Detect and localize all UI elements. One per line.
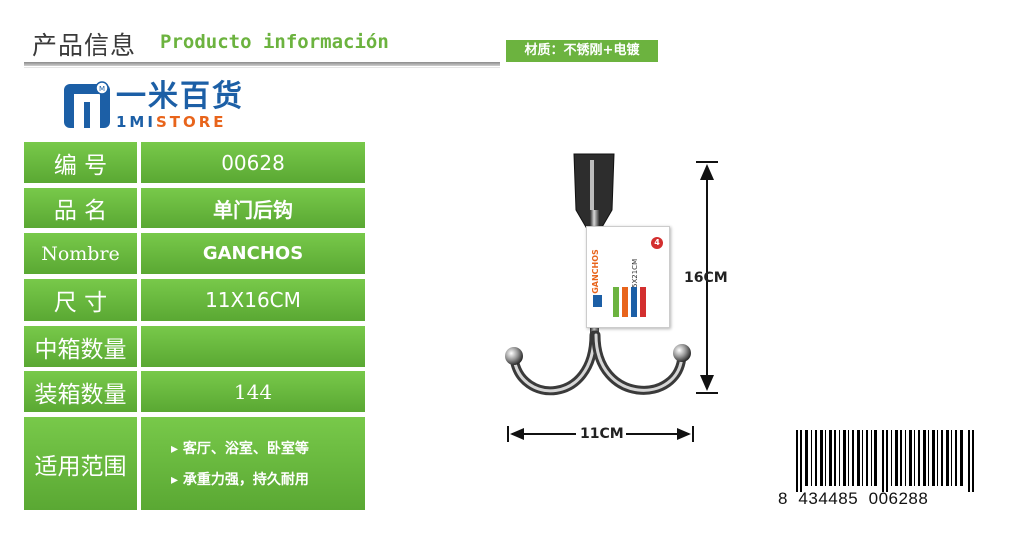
row-value: GANCHOS	[141, 233, 365, 274]
usage-list: ▸ 客厅、浴室、卧室等 ▸ 承重力强，持久耐用	[141, 417, 365, 510]
table-row: 尺 寸 11X16CM	[24, 279, 365, 321]
usage-item: ▸ 承重力强，持久耐用	[171, 472, 309, 488]
card-count-badge: 4	[651, 237, 663, 249]
table-row: 编 号 00628	[24, 142, 365, 183]
row-value	[141, 326, 365, 367]
row-value: 00628	[141, 142, 365, 183]
material-badge: 材质：不锈刚+电镀	[506, 40, 658, 62]
row-value: 11X16CM	[141, 279, 365, 321]
row-label: 中箱数量	[24, 326, 137, 367]
height-label: 16CM	[684, 270, 728, 286]
row-label: 尺 寸	[24, 279, 137, 321]
barcode-group1: 434485	[798, 489, 859, 508]
card-logo-mark	[593, 295, 602, 307]
row-label: Nombre	[24, 233, 137, 274]
table-row: 装箱数量 144	[24, 371, 365, 412]
card-product-name: GANCHOS	[590, 249, 600, 294]
row-label: 装箱数量	[24, 371, 137, 412]
logo-prefix: 1MI	[116, 113, 156, 131]
row-value: 144	[141, 371, 365, 412]
logo-name-cn: 一米百货	[116, 79, 244, 114]
product-image	[505, 153, 691, 396]
header-divider	[24, 62, 500, 66]
svg-text:M: M	[99, 85, 105, 93]
barcode-digits: 8 434485 006288	[778, 489, 928, 509]
header-divider-shadow	[24, 67, 500, 68]
row-value: 单门后钩	[141, 188, 365, 228]
table-row: Nombre GANCHOS	[24, 233, 365, 274]
logo-suffix: STORE	[155, 113, 227, 131]
width-label: 11CM	[580, 426, 624, 442]
dimension-height-arrow	[696, 161, 718, 394]
dimension-width-arrow	[507, 426, 694, 442]
brand-logo: M 一米百货 1MISTORE	[64, 80, 274, 132]
card-color-strips	[613, 287, 649, 321]
usage-item: ▸ 客厅、浴室、卧室等	[171, 441, 309, 457]
packaging-card: GANCHOS 15.5X21CM 4	[586, 226, 670, 328]
section-title-cn: 产品信息	[32, 31, 137, 60]
row-label: 适用范围	[24, 417, 137, 510]
barcode-group2: 006288	[868, 489, 929, 508]
row-label: 品 名	[24, 188, 137, 228]
table-row: 品 名 单门后钩	[24, 188, 365, 228]
section-title-es: Producto información	[160, 31, 389, 53]
table-row: 适用范围 ▸ 客厅、浴室、卧室等 ▸ 承重力强，持久耐用	[24, 417, 365, 510]
row-label: 编 号	[24, 142, 137, 183]
logo-name-en: 1MISTORE	[116, 114, 227, 130]
1m-logo-icon: M	[64, 81, 110, 128]
barcode-lead: 8	[778, 489, 788, 508]
barcode	[796, 430, 974, 492]
table-row: 中箱数量	[24, 326, 365, 367]
